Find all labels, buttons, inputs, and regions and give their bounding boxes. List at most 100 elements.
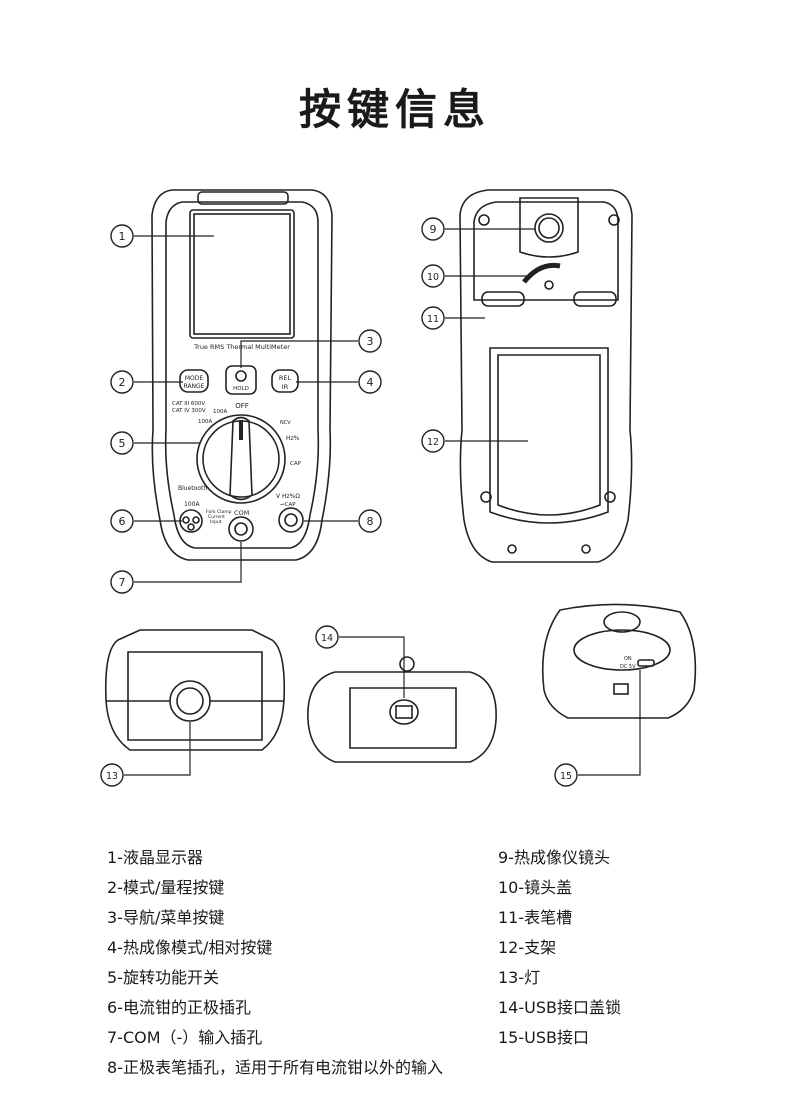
svg-text:NCV: NCV [280,420,291,426]
probe-slot-right [573,291,617,307]
stand [497,354,601,516]
svg-text:6: 6 [119,515,126,528]
svg-text:1: 1 [119,230,126,243]
lens-cover-slider [522,262,561,284]
legend-item-8: 8-正极表笔插孔，适用于所有电流钳以外的输入 [107,1058,443,1077]
screen-caption: True RMS Thermal MultiMeter [193,343,290,351]
svg-text:OFF: OFF [235,402,249,410]
top-end-view [104,629,286,751]
legend-item-9: 9-热成像仪镜头 [498,848,610,867]
leader-lines [124,228,641,776]
legend-item-12: 12-支架 [498,938,557,957]
back-view [459,189,633,563]
legend-left: 1-液晶显示器 2-模式/量程按键 3-导航/菜单按键 4-热成像模式/相对按键… [107,843,443,1083]
svg-text:10: 10 [427,272,439,283]
callout-3 [358,329,382,353]
callout-numbers: 1 2 3 4 5 6 7 8 9 10 11 12 13 14 15 [106,223,572,782]
legend-item-7: 7-COM（-）输入插孔 [107,1028,263,1047]
svg-text:13: 13 [106,771,118,782]
usb-port [637,659,655,667]
v-jack [278,507,304,533]
rel-ir-button [271,369,299,393]
bottom-end-view [307,656,497,763]
svg-text:100A: 100A [184,501,200,508]
callout-2 [110,370,134,394]
callout-13 [100,763,124,787]
legend-item-6: 6-电流钳的正极插孔 [107,998,251,1017]
callout-1 [110,224,134,248]
svg-text:REL: REL [279,374,292,382]
callout-10 [421,264,445,288]
camera-housing [519,197,579,258]
svg-text:Hz%: Hz% [286,435,300,442]
callout-6 [110,509,134,533]
svg-text:100A: 100A [198,419,212,425]
svg-text:COM: COM [234,509,249,517]
callout-8 [358,509,382,533]
top-bumper [197,191,289,205]
callout-12 [421,429,445,453]
svg-text:CAP: CAP [290,461,302,467]
svg-text:DC 5V: DC 5V [620,664,636,670]
svg-text:Bluetooth: Bluetooth [178,485,207,492]
legend-item-5: 5-旋转功能开关 [107,968,219,987]
svg-text:12: 12 [427,437,439,448]
svg-text:8: 8 [367,515,374,528]
legend-item-4: 4-热成像模式/相对按键 [107,938,273,957]
com-jack [228,516,254,542]
rotary-dial-ring [196,414,286,504]
callout-4 [358,370,382,394]
svg-text:4: 4 [367,376,374,389]
legend-right: 9-热成像仪镜头 10-镜头盖 11-表笔槽 12-支架 13-灯 14-USB… [498,843,621,1053]
svg-text:MODE: MODE [185,375,204,382]
legend-item-14: 14-USB接口盖锁 [498,998,621,1017]
callout-5 [110,431,134,455]
svg-text:ON: ON [624,656,632,662]
svg-text:⊸CAP: ⊸CAP [280,502,296,508]
callout-markers [100,217,578,787]
rotary-knob [229,416,253,501]
svg-text:100A: 100A [213,409,227,415]
svg-text:3: 3 [367,335,374,348]
svg-text:14: 14 [321,633,333,644]
callout-9 [421,217,445,241]
page-title: 按键信息 [298,85,491,134]
thermal-lens [534,213,564,243]
svg-text:IR: IR [282,383,289,391]
svg-text:RANGE: RANGE [184,383,205,390]
legend-item-10: 10-镜头盖 [498,878,573,897]
legend-item-2: 2-模式/量程按键 [107,878,225,897]
callout-14 [315,625,339,649]
svg-text:11: 11 [427,314,439,325]
svg-text:Fork Clamp: Fork Clamp [206,509,232,515]
svg-text:2: 2 [119,376,126,389]
usb-cover-lock [389,699,419,725]
usb-end-view: ON DC 5V [541,603,697,719]
legend-item-3: 3-导航/菜单按键 [107,908,225,927]
legend-item-13: 13-灯 [498,968,541,987]
probe-slot-left [481,291,525,307]
lcd-screen [189,209,295,339]
svg-text:CAT III 600V: CAT III 600V [172,401,205,407]
svg-text:HOLD: HOLD [233,386,249,392]
mode-range-button [179,369,209,393]
svg-text:Current: Current [208,514,225,520]
legend-item-15: 15-USB接口 [498,1028,589,1047]
front-view: True RMS Thermal MultiMeter MODE RANGE H… [151,189,333,561]
legend-item-1: 1-液晶显示器 [107,848,203,867]
svg-text:CAT IV 300V: CAT IV 300V [172,408,206,414]
back-housing-outer [459,189,633,563]
front-housing-outer [151,189,333,561]
callout-11 [421,306,445,330]
svg-text:15: 15 [560,771,572,782]
svg-text:9: 9 [430,223,437,236]
svg-text:5: 5 [119,437,126,450]
front-housing-inner [164,201,320,549]
svg-text:Input: Input [210,519,222,525]
legend-item-11: 11-表笔槽 [498,908,573,927]
callout-15 [554,763,578,787]
svg-text:V Hz%Ω: V Hz%Ω [276,493,300,500]
svg-text:7: 7 [119,576,126,589]
lamp [169,680,211,722]
